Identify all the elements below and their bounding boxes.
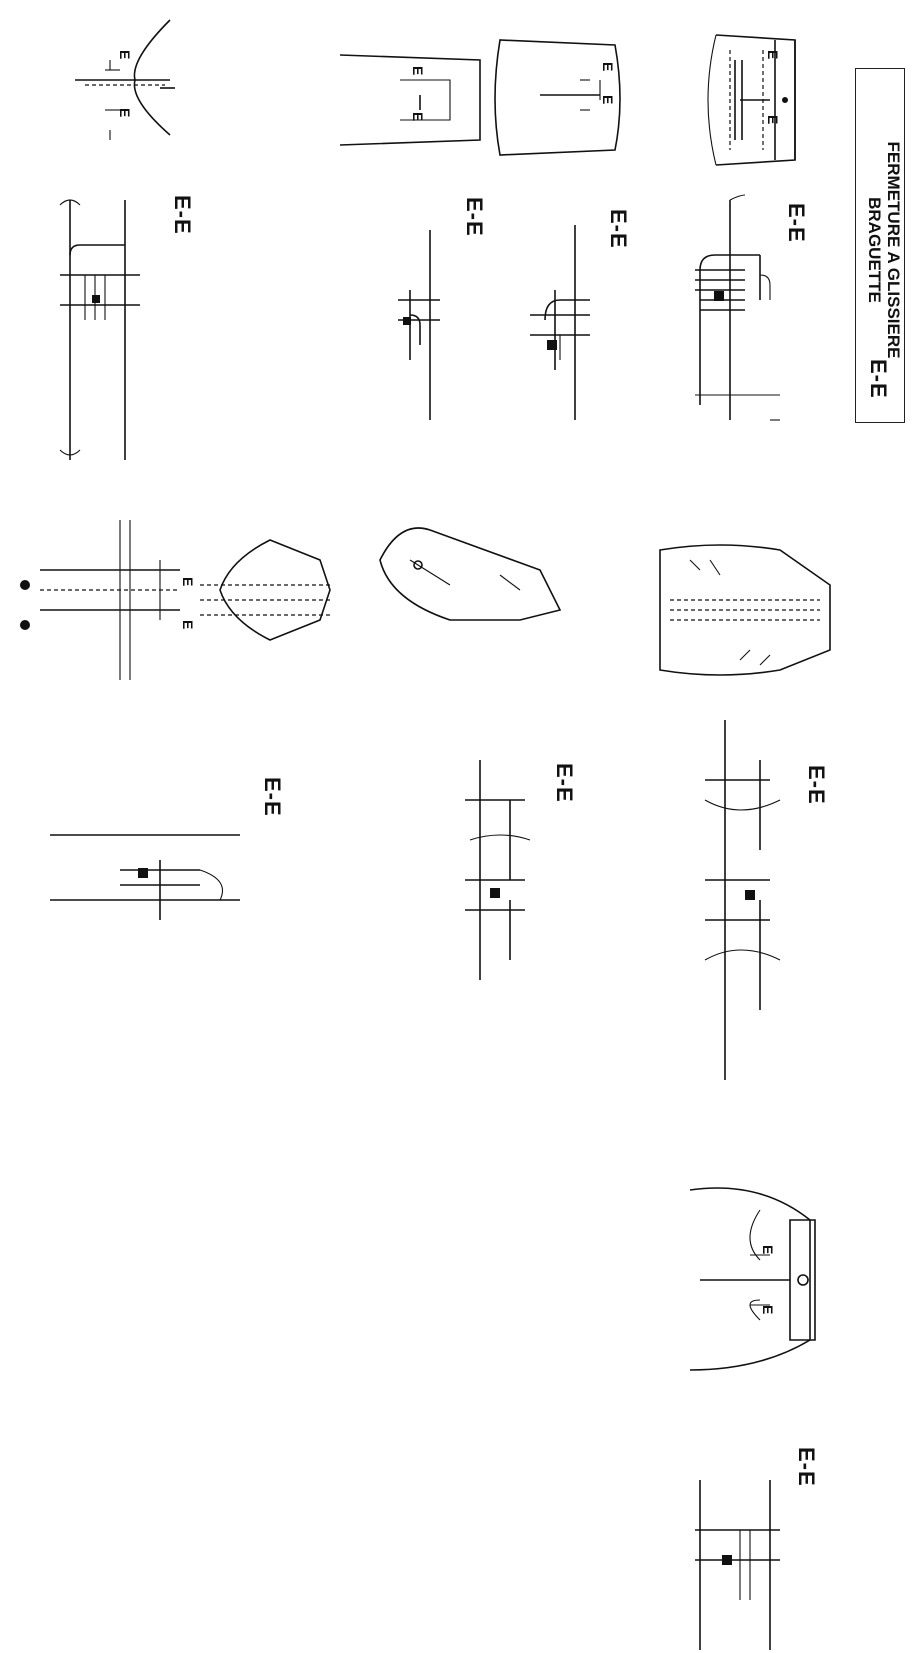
section-drawing-3	[398, 230, 440, 420]
section-drawing-1	[695, 194, 780, 421]
collar-zip-drawing	[20, 520, 331, 680]
section-markers	[109, 60, 161, 620]
marker-e-8: E	[765, 115, 781, 125]
marker-e-9: E	[180, 577, 196, 587]
marker-e-1: E	[117, 50, 133, 60]
marker-e-4: E	[600, 95, 616, 105]
section-drawing-8	[695, 1480, 780, 1650]
marker-e-6: E	[410, 112, 426, 122]
section-drawing-4	[59, 199, 140, 460]
title-box	[855, 68, 905, 423]
jacket-front-drawing	[75, 19, 175, 136]
trouser-fly-drawing	[707, 34, 796, 166]
section-drawing-6	[465, 760, 531, 980]
marker-e-7: E	[765, 50, 781, 60]
section-drawing-5	[704, 720, 781, 1080]
sleeve-cuff-drawing	[379, 527, 562, 621]
dress-zipper-drawing	[659, 544, 831, 676]
marker-e-5: E	[410, 66, 426, 76]
skirt-back-drawing	[339, 39, 621, 156]
marker-e-11: E	[760, 1245, 776, 1255]
marker-e-3: E	[600, 62, 616, 72]
skirt-waistband-drawing	[689, 1187, 816, 1371]
section-drawing-2	[530, 225, 590, 420]
marker-e-10: E	[180, 620, 196, 630]
marker-e-12: E	[760, 1305, 776, 1315]
marker-e-2: E	[117, 108, 133, 118]
section-drawing-7	[50, 834, 240, 920]
